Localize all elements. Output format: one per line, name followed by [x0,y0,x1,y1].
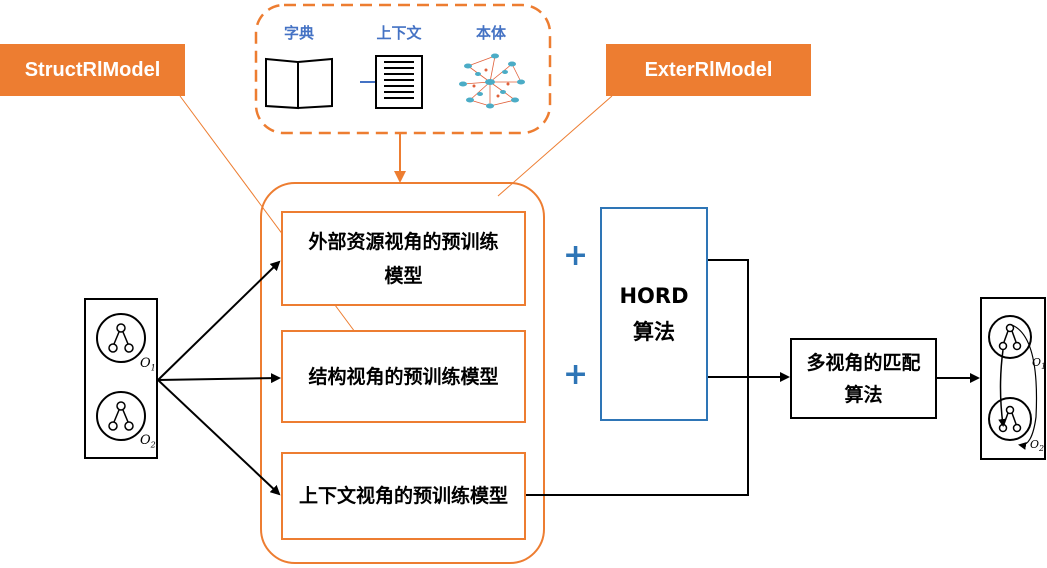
exterrl-model-tag: ExterRlModel [606,44,811,96]
alignment-link-arrow [998,349,1007,427]
structural-model-label: 结构视角的预训练模型 [308,365,499,388]
alignment-link-curve [1011,324,1038,450]
input-ontology-trees [96,313,146,441]
ontology-1-tree-icon [96,313,146,363]
plus-sign-upper: + [563,238,589,273]
multi-view-matching-box: 多视角的匹配算法 [790,338,937,419]
hord-title: HORD [619,284,689,308]
external-resource-model-label: 外部资源视角的预训练模型 [308,230,499,287]
hord-algorithm-box: HORD 算法 [600,207,708,421]
structrl-model-tag: StructRlModel [0,44,185,96]
document-icon [360,55,423,109]
hord-subtitle: 算法 [633,320,675,344]
resource-label-ontology: 本体 [475,24,506,42]
hord-upper-connector [708,259,749,377]
multi-view-matching-label: 多视角的匹配算法 [806,351,921,406]
matched-ontology-2-label: O2 [1030,438,1045,454]
context-model-label: 上下文视角的预训练模型 [298,485,508,507]
matched-ontology-1-label: O1 [1032,356,1047,372]
context-to-matching-connector [525,377,749,496]
matched-ontology-1-tree-icon [988,315,1032,359]
model-group-frame [260,182,545,564]
input-ontology-panel: O1 O2 [84,298,158,459]
resource-label-dictionary: 字典 [283,24,314,42]
resource-label-context: 上下文 [376,24,422,42]
exterrl-leader-line [497,95,613,197]
structural-model-box: 结构视角的预训练模型 [281,330,526,423]
plus-sign-lower: + [563,357,589,392]
resource-group-frame [254,3,552,135]
arrow-to-structural-model [157,373,281,384]
ontology-1-label: O1 [140,356,156,373]
ontology-2-tree-icon [96,391,146,441]
ontology-graph-icon [459,53,525,109]
book-icon [265,57,333,110]
matched-ontology-2-tree-icon [988,397,1032,441]
context-model-box: 上下文视角的预训练模型 [281,452,526,540]
output-ontology-panel: O1 O2 [980,297,1046,460]
ontology-2-label: O2 [140,433,156,450]
arrow-to-context-model [157,379,281,496]
output-ontology-trees [988,315,1038,450]
arrow-to-external-model [157,260,281,381]
external-resource-model-box: 外部资源视角的预训练模型 [281,211,526,306]
